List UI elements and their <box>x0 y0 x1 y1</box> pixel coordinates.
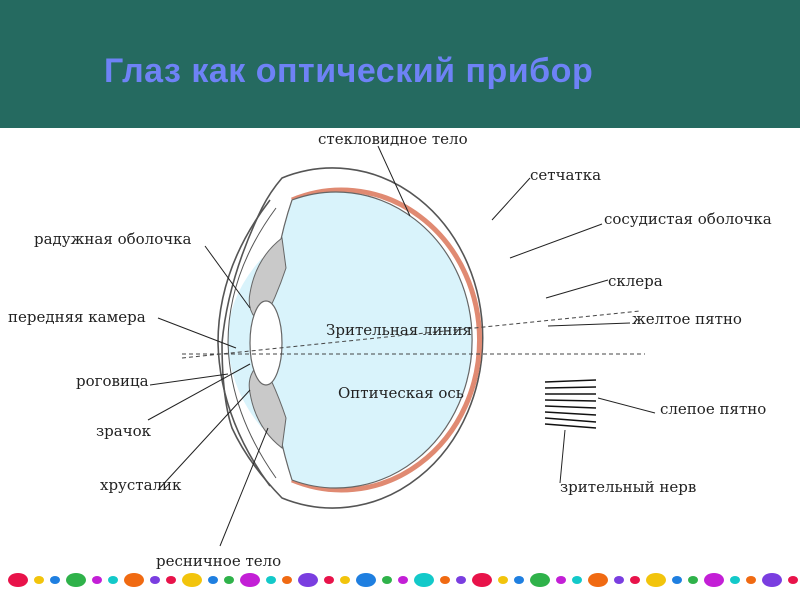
bead <box>298 573 318 587</box>
bead <box>614 576 624 584</box>
bead <box>762 573 782 587</box>
bead <box>150 576 160 584</box>
eye-drawing <box>147 145 656 547</box>
eye-diagram: стекловидное тело сетчатка сосудистая об… <box>0 128 800 578</box>
bead <box>588 573 608 587</box>
label-optical-axis: Оптическая ось <box>338 384 464 402</box>
bead <box>66 573 86 587</box>
bead <box>50 576 60 584</box>
bead <box>108 576 118 584</box>
bead <box>324 576 334 584</box>
bead <box>572 576 582 584</box>
bead <box>746 576 756 584</box>
label-cornea: роговица <box>76 372 149 390</box>
optic-nerve-shape <box>540 376 596 428</box>
choroid-shape <box>291 187 482 493</box>
bead <box>498 576 508 584</box>
lens-shape <box>249 300 283 386</box>
bead <box>440 576 450 584</box>
label-vitreous: стекловидное тело <box>318 130 468 148</box>
bead <box>8 573 28 587</box>
iris-lower-shape <box>248 361 287 449</box>
bead <box>92 576 102 584</box>
page-title: Глаз как оптический прибор <box>104 52 594 90</box>
bead <box>630 576 640 584</box>
bead <box>382 576 392 584</box>
bead <box>514 576 524 584</box>
bead <box>240 573 260 587</box>
bead <box>208 576 218 584</box>
label-lens: хрусталик <box>100 476 182 494</box>
bead <box>730 576 740 584</box>
bead <box>124 573 144 587</box>
bead <box>182 573 202 587</box>
optic-nerve-fibers <box>544 379 597 429</box>
bead <box>166 576 176 584</box>
cornea-shape <box>217 199 271 487</box>
bead <box>704 573 724 587</box>
bead <box>224 576 234 584</box>
label-blind-spot: слепое пятно <box>660 400 767 418</box>
decorative-bead-border <box>0 566 800 600</box>
bead <box>414 573 434 587</box>
header-band: Глаз как оптический прибор <box>0 0 800 128</box>
iris-upper-shape <box>248 237 287 325</box>
bead <box>456 576 466 584</box>
bead <box>34 576 44 584</box>
bead <box>398 576 408 584</box>
label-iris: радужная оболочка <box>34 230 192 248</box>
bead <box>672 576 682 584</box>
bead <box>530 573 550 587</box>
label-yellow-spot: желтое пятно <box>632 310 742 328</box>
label-pupil: зрачок <box>96 422 152 440</box>
bead <box>340 576 350 584</box>
bead <box>688 576 698 584</box>
bead <box>266 576 276 584</box>
label-retina: сетчатка <box>530 166 602 184</box>
label-sclera: склера <box>608 272 663 290</box>
label-ciliary-body: ресничное тело <box>156 552 282 570</box>
bead <box>556 576 566 584</box>
bead <box>472 573 492 587</box>
label-choroid: сосудистая оболочка <box>604 210 772 228</box>
label-optic-nerve: зрительный нерв <box>560 478 697 496</box>
bead <box>356 573 376 587</box>
label-visual-line: Зрительная линия <box>326 321 472 339</box>
bead-strip <box>8 573 798 587</box>
label-anterior-chamber: передняя камера <box>8 308 146 326</box>
leader-lines <box>147 145 656 547</box>
bead <box>646 573 666 587</box>
bead <box>282 576 292 584</box>
bead <box>788 576 798 584</box>
